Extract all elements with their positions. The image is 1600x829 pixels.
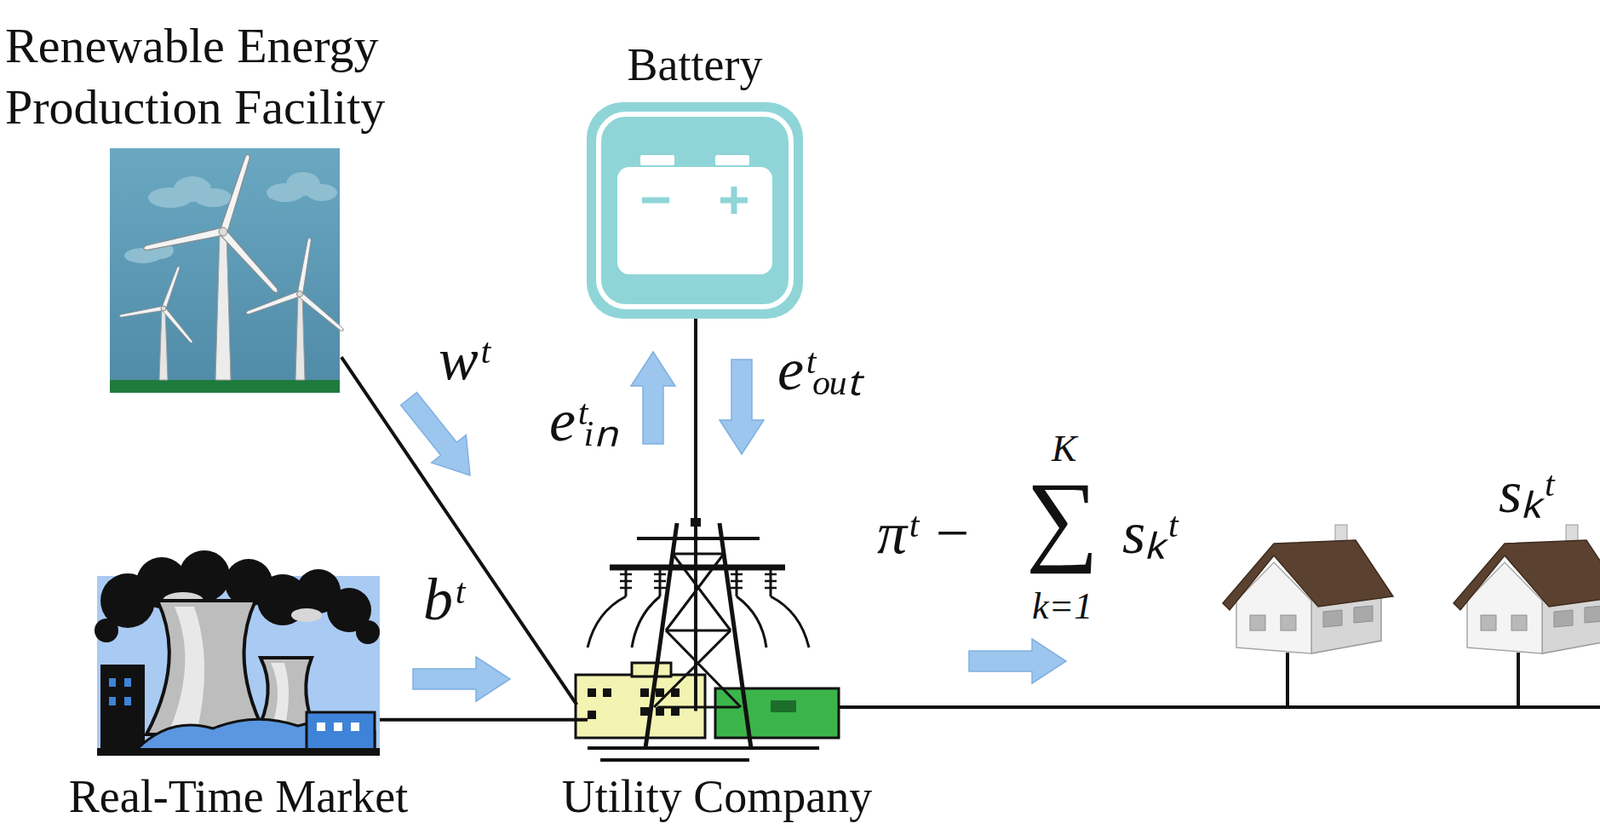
utility-picture-part-part — [602, 688, 612, 697]
wind-farm-picture-part-part — [306, 183, 338, 201]
wind-farm-picture-part — [219, 229, 281, 295]
flow-variable: bᵗ — [423, 569, 464, 630]
wind-farm-picture-part — [297, 237, 313, 295]
power-plant-picture-part — [350, 722, 360, 731]
utility-picture-part-part — [657, 553, 740, 707]
power-plant-picture-part — [170, 606, 205, 729]
battery-icon-part — [640, 154, 675, 166]
power-plant-picture-part-part — [94, 618, 119, 643]
power-plant-picture-part — [108, 677, 116, 687]
utility-picture-part — [631, 662, 671, 677]
power-plant-picture-part — [97, 747, 380, 756]
math-label: eᵗₒᵤₜ — [777, 339, 862, 400]
wind-farm-picture-part — [218, 227, 228, 236]
component-label: Real-Time Market — [34, 771, 443, 822]
battery-icon-part — [731, 186, 738, 214]
wind-farm-picture — [109, 148, 345, 393]
utility-picture-part-part — [640, 706, 649, 716]
component-label: Renewable Energy Production Facility — [5, 15, 465, 138]
utility-picture-part — [770, 699, 797, 712]
wind-farm-picture-part — [215, 231, 231, 380]
component-node: Utility Company — [571, 515, 842, 760]
component-node: Battery — [586, 102, 803, 319]
connector-line — [693, 318, 698, 712]
distribution-line-part — [969, 638, 1067, 683]
battery-icon-part — [715, 154, 750, 166]
math-label: eᵗᵢₙ — [549, 390, 620, 451]
power-flow-connector — [379, 656, 588, 720]
flow-arrowhead — [630, 351, 676, 444]
battery-icon — [586, 102, 803, 319]
wind-farm-picture-part — [161, 265, 182, 310]
power-flow-connector — [341, 356, 577, 705]
power-plant-picture-part-part — [355, 619, 380, 644]
wind-farm-picture-part — [119, 305, 165, 318]
power-plant-picture-part — [124, 677, 132, 687]
power-plant-picture-part — [316, 722, 326, 731]
power-plant-picture — [94, 550, 380, 756]
battery-icon-part — [598, 114, 792, 307]
utility-picture-part-part — [587, 596, 809, 648]
utility-picture-part-part — [619, 573, 777, 588]
component-label: Battery — [567, 38, 823, 92]
battery-icon-part — [617, 166, 773, 275]
power-plant-picture-part — [124, 696, 132, 706]
power-plant-picture-part — [306, 711, 375, 750]
math-label: sₖᵗ — [1122, 503, 1176, 563]
utility-picture-part — [587, 522, 820, 760]
wind-farm-picture-part — [109, 379, 340, 393]
component-node: Renewable Energy Production Facility — [109, 148, 340, 393]
battery-icon-part — [586, 102, 803, 319]
utility-picture-part-part — [636, 536, 760, 540]
power-plant-picture-part — [100, 664, 145, 750]
power-plant-picture-part — [333, 722, 343, 731]
component-node: Real-Time Market — [97, 566, 380, 756]
math-label: k=1 — [1032, 587, 1093, 626]
utility-picture-part — [715, 688, 839, 738]
utility-picture-part-part — [587, 747, 820, 760]
power-flow-connector — [630, 318, 764, 712]
house-picture-part — [1453, 524, 1600, 707]
flow-arrowhead — [401, 392, 471, 476]
battery-icon-part — [642, 197, 670, 204]
connector-line — [379, 717, 588, 722]
wind-farm-picture-part-part — [194, 188, 232, 207]
flow-arrowhead — [719, 359, 764, 454]
distribution-line-part — [838, 705, 1600, 709]
house-picture — [1222, 524, 1600, 707]
wind-farm-picture-part — [219, 153, 253, 234]
wind-farm-picture-part — [295, 293, 305, 380]
utility-picture-part-part — [640, 688, 649, 697]
wind-farm-picture-part — [161, 307, 195, 345]
house-picture-part — [1222, 524, 1394, 707]
wind-farm-picture-part — [109, 148, 340, 393]
wind-farm-picture-part — [298, 292, 345, 333]
wind-farm-picture-part — [297, 291, 304, 298]
utility-picture — [575, 517, 839, 760]
power-plant-picture-part — [108, 696, 116, 706]
wind-farm-picture-part — [245, 291, 301, 316]
power-plant-picture-part — [146, 600, 266, 735]
utility-picture-part-part — [587, 688, 597, 697]
connector-line — [341, 356, 577, 705]
math-label: ∑ — [1026, 466, 1100, 569]
math-label: K — [1051, 430, 1077, 468]
utility-picture-part-part — [625, 567, 771, 597]
math-label: sₖᵗ — [1498, 462, 1553, 522]
utility-picture-part — [587, 688, 680, 719]
math-label: πᵗ − — [877, 503, 973, 563]
utility-picture-part-part — [655, 688, 665, 697]
flow-variable: wᵗ — [438, 329, 488, 390]
utility-picture-part-part — [645, 522, 752, 748]
wind-farm-picture-part — [159, 308, 168, 380]
flow-arrowhead — [412, 656, 511, 701]
utility-picture-part-part — [587, 710, 597, 719]
component-label: Utility Company — [521, 771, 913, 822]
wind-farm-picture-part — [160, 305, 167, 311]
power-plant-picture-part-part — [291, 607, 322, 622]
wind-farm-picture-part — [143, 227, 224, 253]
